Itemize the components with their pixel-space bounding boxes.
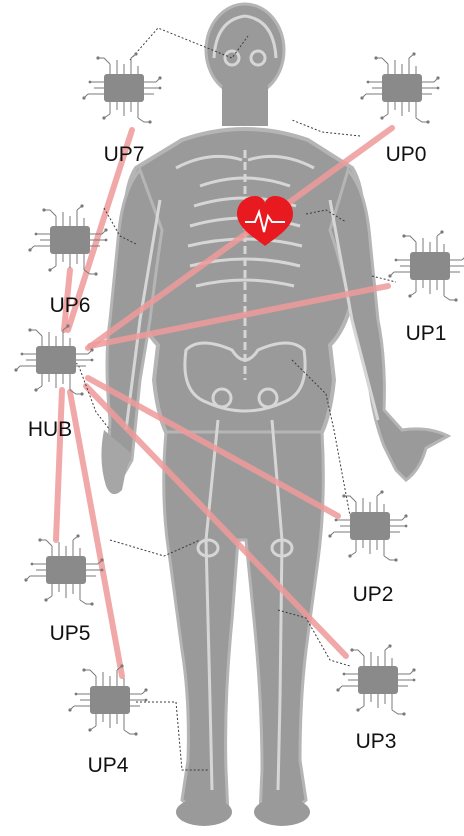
node-label-up4: UP4 bbox=[88, 754, 129, 777]
chip-icon bbox=[24, 534, 103, 605]
node-label-up2: UP2 bbox=[353, 583, 394, 606]
chip-icon bbox=[388, 230, 464, 301]
node-up1: UP1 bbox=[388, 230, 464, 345]
node-up2: UP2 bbox=[328, 490, 407, 606]
node-label-up5: UP5 bbox=[50, 622, 91, 645]
node-hub: HUB bbox=[14, 324, 93, 441]
node-label-hub: HUB bbox=[28, 418, 72, 441]
chip-icon bbox=[14, 324, 93, 395]
node-up4: UP4 bbox=[68, 664, 147, 777]
node-label-up0: UP0 bbox=[386, 143, 427, 166]
node-up5: UP5 bbox=[24, 534, 103, 645]
link-hub-up5 bbox=[56, 390, 62, 540]
chip-icon bbox=[360, 52, 439, 123]
node-up7: UP7 bbox=[82, 52, 161, 166]
chip-icon bbox=[328, 490, 407, 561]
node-up6: UP6 bbox=[28, 204, 107, 317]
node-label-up1: UP1 bbox=[406, 322, 447, 345]
node-up0: UP0 bbox=[360, 52, 439, 166]
node-label-up6: UP6 bbox=[50, 294, 91, 317]
chip-icon bbox=[68, 664, 147, 735]
node-up3: UP3 bbox=[336, 644, 415, 753]
node-label-up7: UP7 bbox=[104, 143, 145, 166]
chip-icon bbox=[82, 52, 161, 123]
node-label-up3: UP3 bbox=[356, 730, 397, 753]
chip-icon bbox=[28, 204, 107, 275]
